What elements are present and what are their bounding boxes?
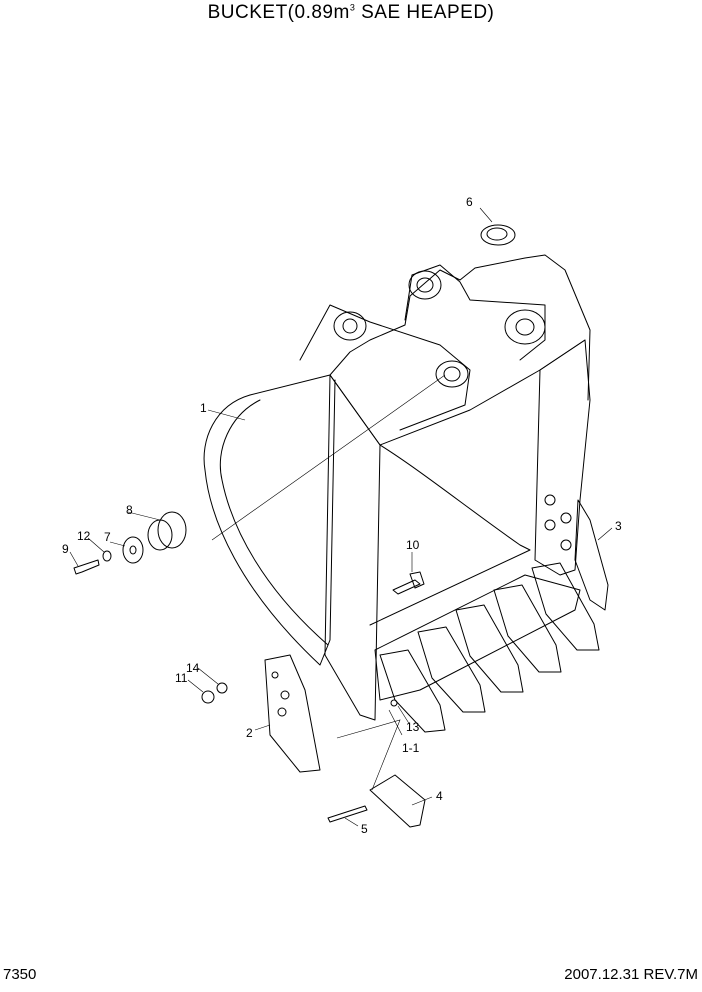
bucket-shell-outline [203, 379, 336, 666]
side-cutter-hole [271, 671, 279, 679]
bolt-9 [73, 559, 100, 575]
side-cutter-left [264, 654, 321, 773]
bushing-6 [480, 224, 516, 246]
side-cutter-hole [280, 690, 290, 700]
side-plate-hole [544, 494, 556, 506]
bucket-floor-curve [369, 444, 531, 626]
boss-plate-8 [157, 511, 187, 549]
pin-boss-rear-inner [515, 318, 535, 336]
pin-boss-top [408, 270, 442, 300]
callout-3: 3 [615, 519, 622, 533]
callout-5: 5 [361, 822, 368, 836]
washer-14 [216, 682, 228, 694]
pin-5 [327, 805, 368, 823]
tooth [417, 626, 486, 713]
bucket-shell-inner [219, 399, 329, 646]
callout-11: 11 [175, 671, 188, 685]
page-number: 7350 [3, 966, 37, 983]
bolt-10 [392, 579, 421, 595]
washer-12 [102, 550, 112, 562]
pin-boss-rear [504, 309, 546, 345]
title-superscript: 3 [349, 2, 356, 13]
pin-13 [390, 699, 398, 707]
diagram-title: BUCKET(0.89m3 SAE HEAPED) [0, 2, 702, 24]
tooth [493, 584, 562, 673]
pin-boss-left [333, 311, 367, 341]
title-main: BUCKET(0.89m [207, 2, 350, 23]
washer-7 [122, 536, 144, 564]
lug-plate-front [299, 304, 471, 431]
bolt-10-head [409, 571, 425, 589]
callout-2: 2 [246, 726, 253, 740]
callout-13: 13 [406, 720, 420, 734]
callout-8: 8 [126, 503, 133, 517]
callout-7: 7 [104, 530, 111, 544]
side-plate-hole [560, 512, 572, 524]
callout-10: 10 [406, 538, 420, 552]
callout-1: 1 [200, 401, 207, 415]
pin-boss-front [435, 360, 469, 388]
title-rest: SAE HEAPED) [355, 2, 495, 23]
revision-date: 2007.12.31 REV.7M [564, 966, 698, 983]
tip-4 [369, 774, 426, 828]
callout-1-1: 1-1 [402, 741, 420, 755]
bucket-side-plate [324, 374, 381, 721]
tooth [455, 604, 524, 693]
callout-4: 4 [436, 789, 443, 803]
side-cutter-right [574, 499, 609, 611]
bucket-top-frame [249, 254, 591, 401]
side-plate-hole [560, 539, 572, 551]
pin-boss-top-inner [416, 277, 434, 293]
teeth-row [379, 562, 600, 733]
nut-11 [201, 690, 215, 704]
callout-14: 14 [186, 661, 200, 675]
boss-plate-8-ring [147, 519, 173, 551]
callout-12: 12 [77, 529, 91, 543]
bucket-right-plate [534, 339, 591, 576]
side-cutter-hole [277, 707, 287, 717]
callout-6: 6 [466, 195, 473, 209]
side-plate-hole [544, 519, 556, 531]
lug-plate-rear [404, 264, 546, 361]
washer-7-hole [129, 545, 137, 555]
pin-boss-front-inner [443, 366, 461, 382]
tooth [531, 562, 600, 651]
callout-9: 9 [62, 542, 69, 556]
pin-boss-left-inner [342, 318, 358, 334]
leader-lines [69, 207, 613, 827]
cutting-edge [374, 574, 581, 701]
bushing-6-inner [486, 227, 508, 241]
